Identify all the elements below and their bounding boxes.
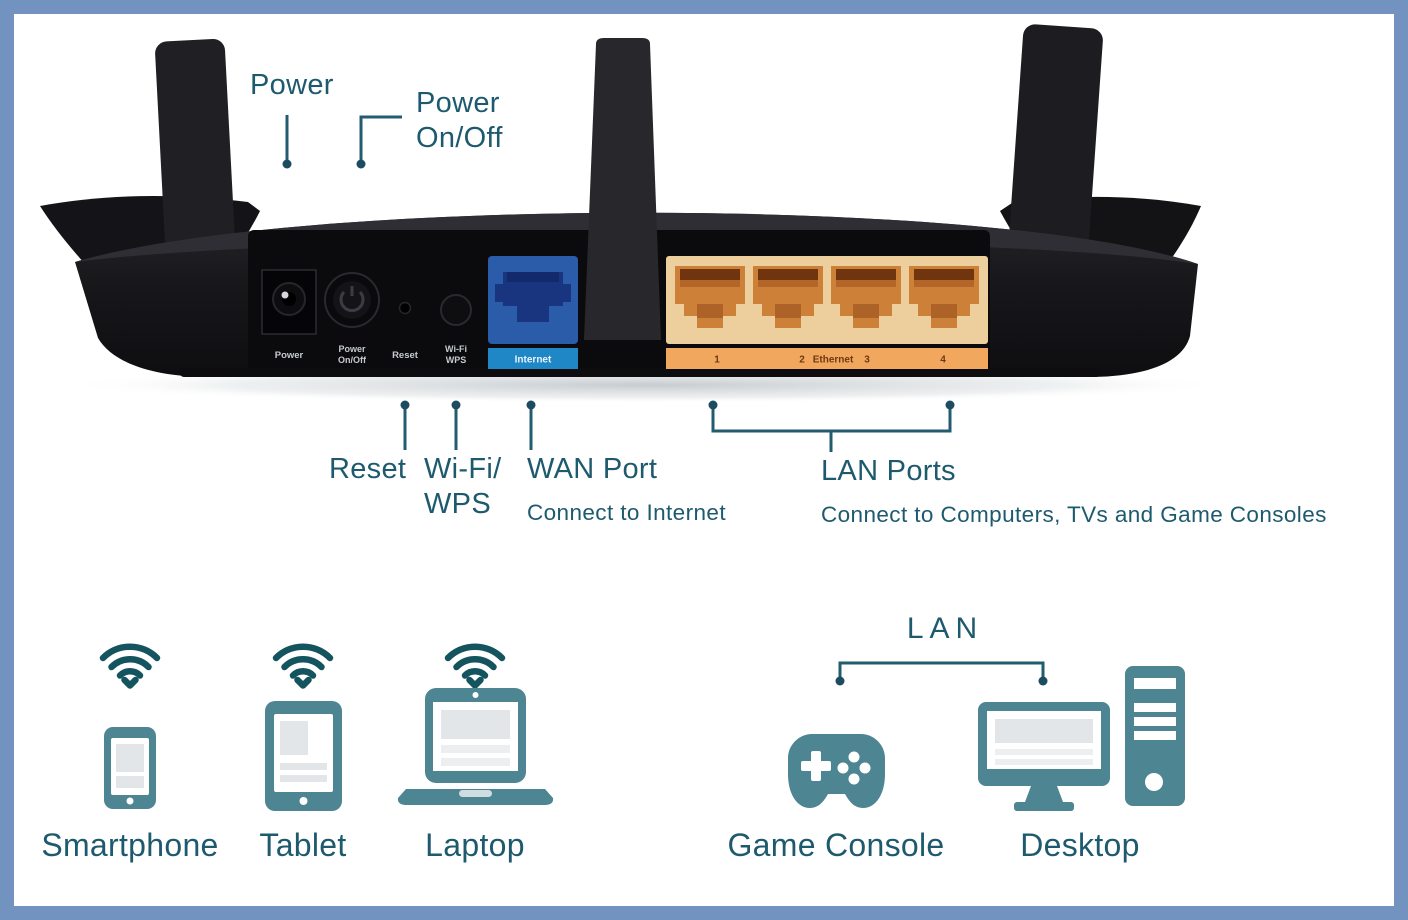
wps-button[interactable] [440,294,472,326]
callout-label-reset: Reset [329,453,407,485]
callout-label-lan-ports: LAN Ports [821,455,956,487]
lan-panel [666,256,988,344]
router-base-lip [180,368,1100,377]
power-button[interactable] [324,272,380,328]
reset-pinhole[interactable] [398,301,412,315]
lan-number-2: 2 [799,355,805,366]
lan-port-3[interactable] [831,266,901,328]
silkscreen-wifi-2: WPS [446,355,467,365]
callout-dots [282,159,1048,686]
lan-number-4: 4 [940,355,946,366]
ethernet-label: Ethernet [813,355,854,366]
silkscreen-reset: Reset [392,350,419,361]
silkscreen-power: Power [275,350,304,361]
callout-sublabel-lan: Connect to Computers, TVs and Game Conso… [821,502,1327,527]
power-jack[interactable] [261,269,317,335]
silkscreen-power-onoff-2: On/Off [338,355,367,365]
callout-bracket-lan-ports [711,409,952,452]
callout-label-power-onoff: Power On/Off [416,87,503,155]
lan-strip [666,348,988,369]
lan-ports-block: 1 2 Ethernet 3 4 [666,256,988,369]
wifi-icon [272,643,334,689]
lan-port-4[interactable] [909,266,979,328]
callout-line-power-onoff [359,115,402,160]
lan-bracket-label: LAN [906,612,984,645]
callout-lines [285,115,1045,678]
laptop-icon [397,688,554,805]
lan-number-1: 1 [714,355,720,366]
gamepad-icon [788,734,885,808]
callout-label-power: Power [250,69,334,101]
silkscreen-wifi-1: Wi-Fi [445,344,467,354]
callout-label-wan-port: WAN Port [527,453,658,485]
tablet-icon [265,701,342,811]
device-label-desktop: Desktop [1020,827,1140,863]
silkscreen-power-onoff-1: Power [338,344,366,354]
lan-port-2[interactable] [753,266,823,328]
lan-number-3: 3 [864,355,870,366]
middle-antenna [584,38,661,340]
wan-port-label: Internet [515,355,552,366]
device-label-tablet: Tablet [259,827,347,863]
device-label-smartphone: Smartphone [41,827,219,863]
wifi-icon [444,643,506,689]
desktop-icon [978,666,1185,811]
callout-bracket-lan-devices [838,661,1045,678]
wifi-icon [99,643,161,689]
callout-label-wifi-wps: Wi-Fi/ WPS [424,453,502,521]
device-label-game-console: Game Console [727,827,945,863]
callout-sublabel-wan: Connect to Internet [527,500,726,525]
router-illustration: Internet [40,24,1230,403]
wan-port[interactable]: Internet [488,256,578,369]
smartphone-icon [104,727,156,809]
lan-port-1[interactable] [675,266,745,328]
device-label-laptop: Laptop [425,827,525,863]
